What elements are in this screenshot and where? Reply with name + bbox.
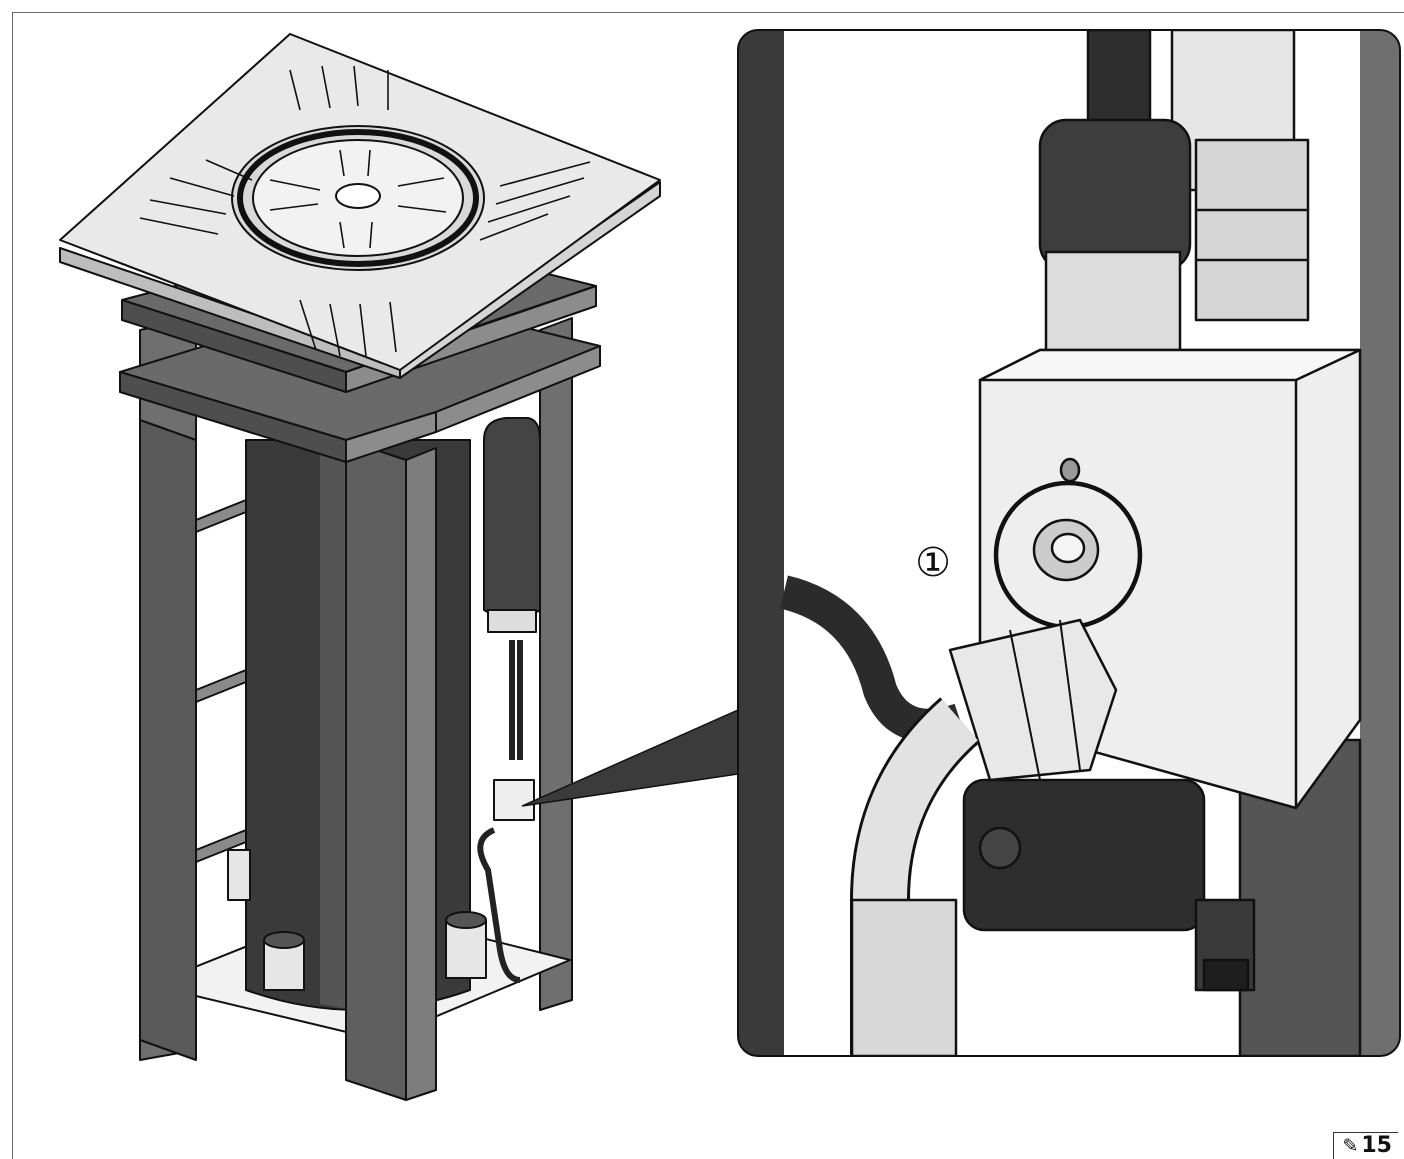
figure-number-badge: ✎ 15 <box>1333 1132 1398 1159</box>
accumulator-tank <box>483 417 541 620</box>
frame-leg-front-right <box>345 439 407 1101</box>
figure-number: 15 <box>1361 1133 1392 1158</box>
page-frame-top <box>12 12 1404 13</box>
frame-leg-back-right <box>539 317 573 1011</box>
frame-side-rungs <box>195 499 247 863</box>
bollard-unit <box>59 33 661 1101</box>
detail-view-panel <box>737 29 1401 1057</box>
hydraulic-hose <box>509 640 523 760</box>
pencil-icon: ✎ <box>1342 1134 1359 1157</box>
detail-post-left <box>738 30 784 1056</box>
cover-slots <box>139 65 591 357</box>
detail-view-border <box>737 29 1401 1057</box>
detail-solenoid <box>962 778 1206 932</box>
detail-hose-fitting <box>948 618 1118 782</box>
detail-post-right <box>1360 30 1400 1056</box>
callout-number: ① <box>915 540 951 586</box>
page-frame-left <box>12 12 13 1159</box>
valve-block <box>493 779 535 821</box>
upper-fitting-collar <box>1038 118 1192 272</box>
frame-leg-front-left <box>139 419 197 1061</box>
base-sensors <box>227 849 487 991</box>
